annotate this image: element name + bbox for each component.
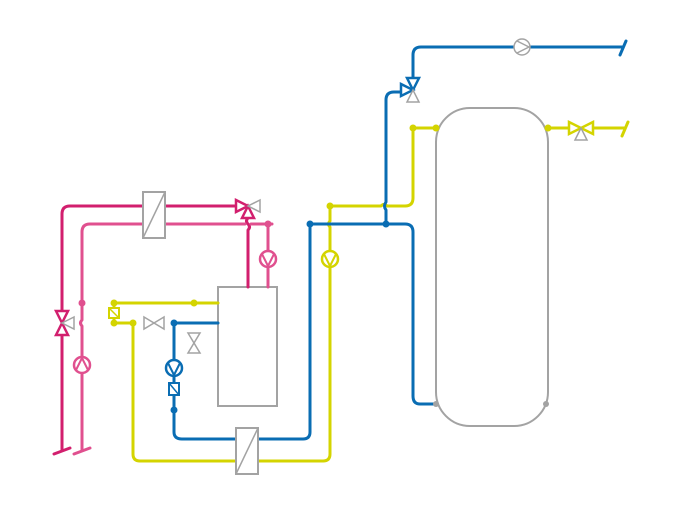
junction-dot [382, 220, 390, 228]
primary-flow-main [60, 204, 145, 318]
primary-return-pipes [72, 222, 274, 456]
hot-water-pipes [112, 120, 630, 463]
check-valve-hot [108, 307, 120, 319]
plate-heat-exchanger-bottom [235, 427, 259, 475]
pump-hot[interactable] [320, 249, 340, 269]
hot-pipe-end-cap [620, 120, 630, 138]
junction-dot [306, 220, 314, 228]
primary-flow-to-boiler [245, 216, 251, 289]
check-valve-cold [168, 382, 180, 396]
hot-pipe-bottom-left [112, 321, 238, 463]
cold-pipe-tank-inlet [308, 222, 438, 406]
junction-dot [433, 401, 439, 407]
junction-dot [409, 124, 417, 132]
cold-pipe-top-line [411, 45, 624, 86]
junction-dots [78, 124, 552, 414]
junction-dot [170, 319, 178, 327]
junction-dot [543, 401, 549, 407]
primary-return-after-pump [79, 222, 145, 359]
gate-valve-vertical[interactable] [186, 332, 202, 354]
junction-dot [432, 124, 440, 132]
junction-dot [264, 220, 272, 228]
junction-dot [78, 299, 86, 307]
primary-return-end-cap [72, 446, 92, 456]
mixing-valve-cold[interactable] [399, 76, 422, 103]
boiler [217, 286, 278, 407]
plate-heat-exchanger-top [142, 191, 166, 239]
pump-left[interactable] [72, 355, 92, 375]
cold-pipe-end-cap [618, 39, 628, 57]
cold-pipe-bottom [172, 394, 238, 441]
junction-dot [110, 299, 118, 307]
junction-dot [544, 124, 552, 132]
gate-valve-horizontal[interactable] [143, 315, 165, 331]
hot-pipe-to-exchanger [256, 265, 332, 463]
pump-cold[interactable] [164, 358, 184, 378]
mixing-valve-left[interactable] [53, 309, 75, 337]
hot-pipe-down [327, 204, 332, 253]
cold-pipe-down [256, 222, 312, 441]
mixing-valve-primary[interactable] [234, 197, 261, 220]
cold-water-pipes [172, 39, 628, 441]
storage-tank [435, 107, 549, 427]
mixing-valve-hot-outlet[interactable] [567, 119, 595, 141]
junction-dot [190, 299, 198, 307]
hot-pipe-top [328, 126, 438, 208]
cold-pipe-riser [383, 90, 406, 226]
junction-dot [170, 406, 178, 414]
junction-dot [326, 202, 334, 210]
junction-dot [110, 319, 118, 327]
pump-primary-return[interactable] [258, 249, 278, 269]
primary-flow-pipes [52, 204, 251, 456]
junction-dot [129, 319, 137, 327]
grey-pipe-tank-right [546, 136, 580, 404]
primary-flow-end-cap [52, 446, 72, 456]
pump-circulation[interactable] [513, 38, 531, 56]
